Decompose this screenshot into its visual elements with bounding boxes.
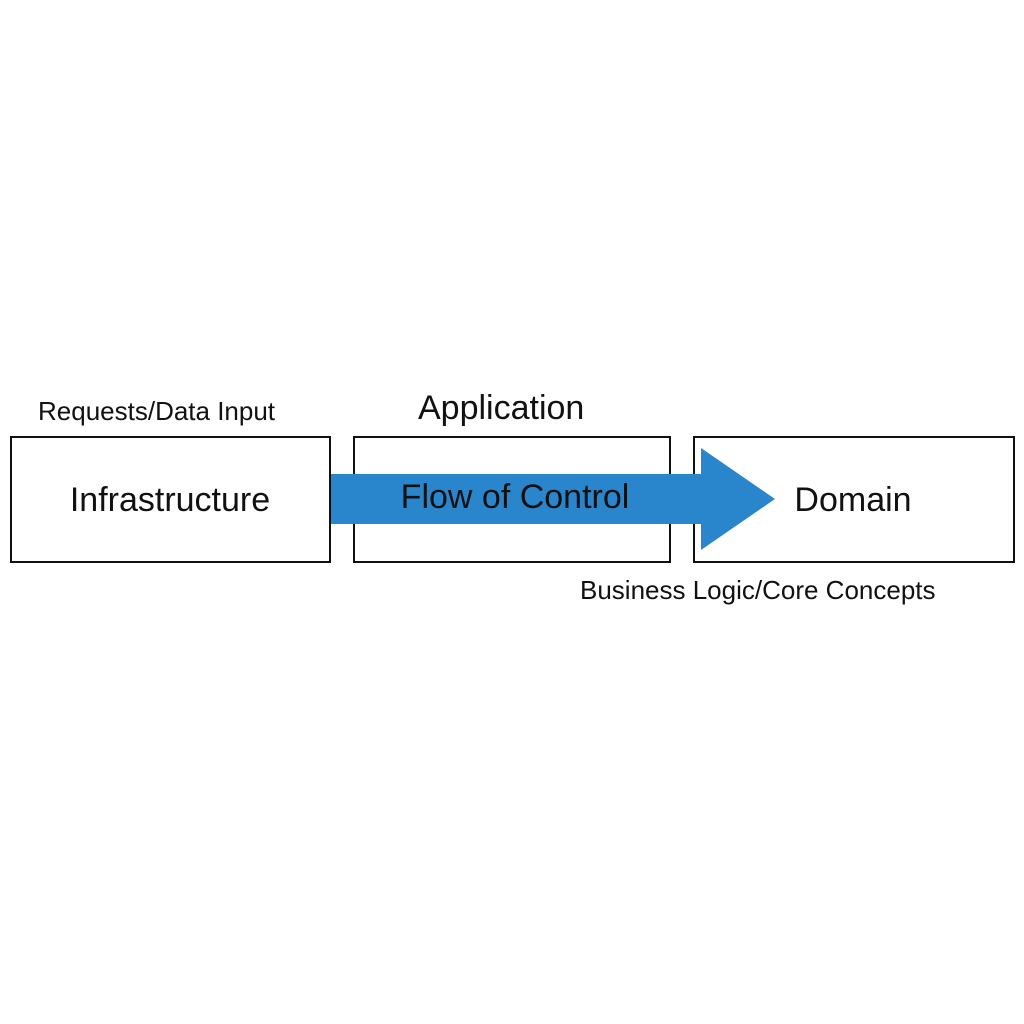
domain-label: Domain bbox=[794, 481, 912, 519]
flow-of-control-label: Flow of Control bbox=[400, 478, 630, 516]
application-title: Application bbox=[418, 389, 585, 427]
infrastructure-box bbox=[10, 436, 331, 563]
domain-caption: Business Logic/Core Concepts bbox=[580, 575, 936, 605]
infrastructure-caption: Requests/Data Input bbox=[38, 396, 276, 426]
infrastructure-label: Infrastructure bbox=[69, 481, 271, 519]
